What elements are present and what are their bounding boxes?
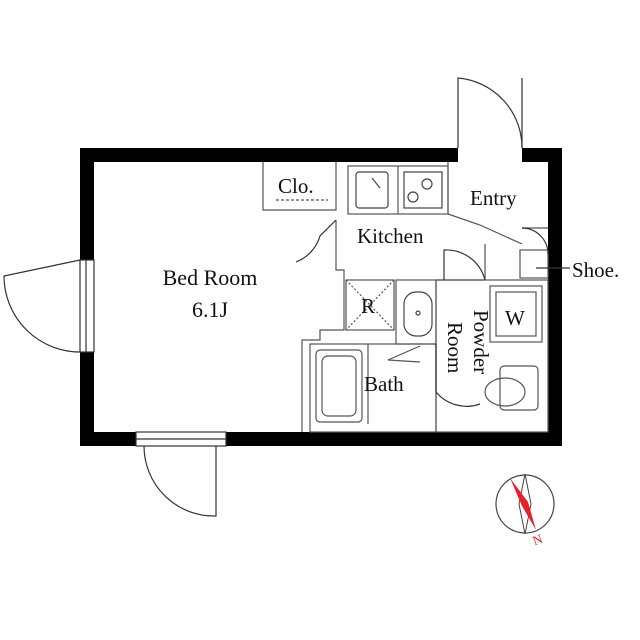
exterior-walls <box>80 148 562 446</box>
doors <box>3 77 570 517</box>
kitchen-door <box>443 249 486 281</box>
kitchen-fixtures <box>355 171 443 337</box>
balcony-door <box>143 445 217 517</box>
stove <box>403 171 443 209</box>
powder-door <box>435 344 481 407</box>
room-label: Room <box>443 322 467 374</box>
shoe-label: Shoe. <box>572 258 620 282</box>
bath-label: Bath <box>364 372 404 396</box>
fridge-label: R <box>361 294 376 318</box>
compass <box>495 473 555 535</box>
entry-label: Entry <box>470 186 517 210</box>
bedroom-label: Bed Room <box>162 265 258 290</box>
shoe-door <box>521 227 549 255</box>
kitchen-label: Kitchen <box>357 224 424 248</box>
closet-door <box>295 219 337 263</box>
closet-label: Clo. <box>278 174 314 198</box>
kitchen-sink <box>355 171 389 209</box>
powder-label: Powder <box>469 310 493 375</box>
washer-label: W <box>505 306 525 330</box>
bedroom-window-door <box>3 259 81 353</box>
bedroom-size: 6.1J <box>191 297 229 322</box>
wash-basin <box>403 291 433 337</box>
entry-door <box>457 77 523 149</box>
